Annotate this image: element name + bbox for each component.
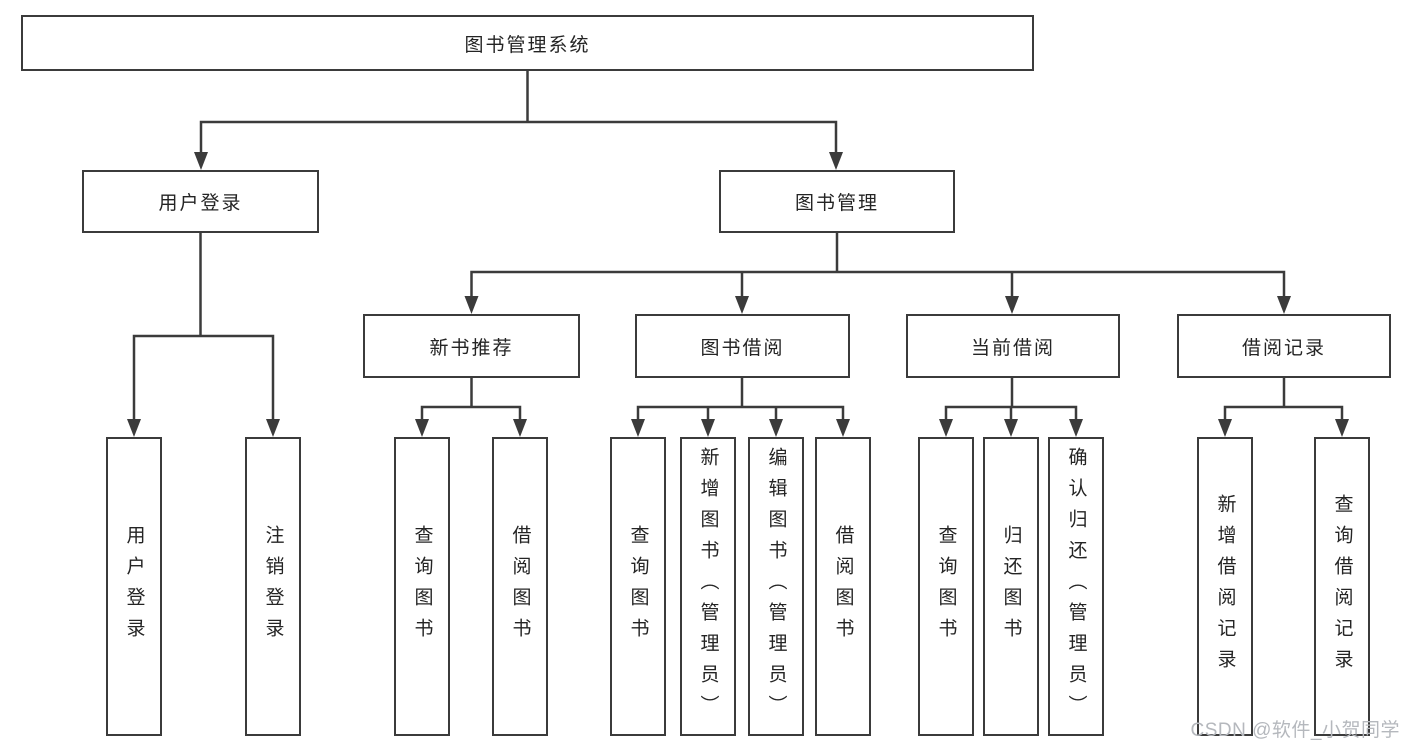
arrowhead-icon (735, 296, 749, 314)
leaf-logout: 注销登录 (245, 437, 301, 736)
leaf-query-borrow-record: 查询借阅记录 (1314, 437, 1370, 736)
leaf-query-books-current: 查询图书 (918, 437, 974, 736)
node-label: 查询图书 (627, 524, 649, 649)
node-user-login: 用户登录 (82, 170, 319, 233)
arrowhead-icon (266, 419, 280, 437)
node-label: 确认归还（管理员） (1065, 447, 1087, 726)
arrowhead-icon (1277, 296, 1291, 314)
arrowhead-icon (127, 419, 141, 437)
node-borrow-records: 借阅记录 (1177, 314, 1391, 378)
arrowhead-icon (415, 419, 429, 437)
node-label: 查询图书 (411, 524, 433, 649)
arrowhead-icon (194, 152, 208, 170)
node-label: 借阅图书 (509, 524, 531, 649)
node-book-borrow: 图书借阅 (635, 314, 850, 378)
connector-book-borrow-split (636, 378, 845, 421)
connector-current-borrow-split (944, 378, 1078, 421)
connector-user-login-split (132, 233, 275, 421)
leaf-borrow-books: 借阅图书 (815, 437, 871, 736)
leaf-return-books: 归还图书 (983, 437, 1039, 736)
node-label: 用户登录 (158, 193, 243, 214)
connector-records-split (1223, 378, 1344, 421)
arrowhead-icon (829, 152, 843, 170)
leaf-add-books-admin: 新增图书（管理员） (680, 437, 736, 736)
node-book-management: 图书管理 (719, 170, 955, 233)
node-label: 查询图书 (935, 524, 957, 649)
node-label: 用户登录 (123, 524, 145, 649)
arrowhead-icon (1069, 419, 1083, 437)
leaf-add-borrow-record: 新增借阅记录 (1197, 437, 1253, 736)
node-label: 借阅记录 (1241, 337, 1326, 359)
arrowhead-icon (701, 419, 715, 437)
arrowhead-icon (513, 419, 527, 437)
node-new-book-recommend: 新书推荐 (363, 314, 580, 378)
connector-root-split (199, 71, 838, 154)
node-label: 注销登录 (262, 524, 284, 649)
leaf-confirm-return-admin: 确认归还（管理员） (1048, 437, 1104, 736)
node-label: 编辑图书（管理员） (765, 447, 787, 726)
node-label: 借阅图书 (832, 524, 854, 649)
arrowhead-icon (1218, 419, 1232, 437)
arrowhead-icon (1335, 419, 1349, 437)
node-label: 归还图书 (1000, 524, 1022, 649)
connector-new-book-split (420, 378, 522, 421)
arrowhead-icon (631, 419, 645, 437)
node-label: 新书推荐 (429, 337, 514, 359)
arrowhead-icon (1005, 296, 1019, 314)
arrowhead-icon (836, 419, 850, 437)
node-label: 查询借阅记录 (1331, 493, 1353, 680)
leaf-user-login: 用户登录 (106, 437, 162, 736)
arrowhead-icon (1004, 419, 1018, 437)
node-label: 新增借阅记录 (1214, 493, 1236, 680)
node-label: 当前借阅 (970, 337, 1055, 359)
node-label: 新增图书（管理员） (697, 447, 719, 726)
arrowhead-icon (769, 419, 783, 437)
connector-book-mgmt-split (470, 233, 1286, 298)
leaf-borrow-books-recommend: 借阅图书 (492, 437, 548, 736)
node-label: 图书借阅 (700, 337, 785, 359)
node-label: 图书管理 (794, 193, 879, 214)
arrowhead-icon (939, 419, 953, 437)
leaf-edit-books-admin: 编辑图书（管理员） (748, 437, 804, 736)
node-label: 图书管理系统 (464, 34, 591, 56)
csdn-watermark: CSDN @软件_小贺同学 (1190, 720, 1400, 741)
node-root-library-system: 图书管理系统 (21, 15, 1034, 71)
arrowhead-icon (464, 296, 479, 314)
leaf-query-books-recommend: 查询图书 (394, 437, 450, 736)
node-current-borrow: 当前借阅 (906, 314, 1120, 378)
leaf-query-books-borrow: 查询图书 (610, 437, 666, 736)
